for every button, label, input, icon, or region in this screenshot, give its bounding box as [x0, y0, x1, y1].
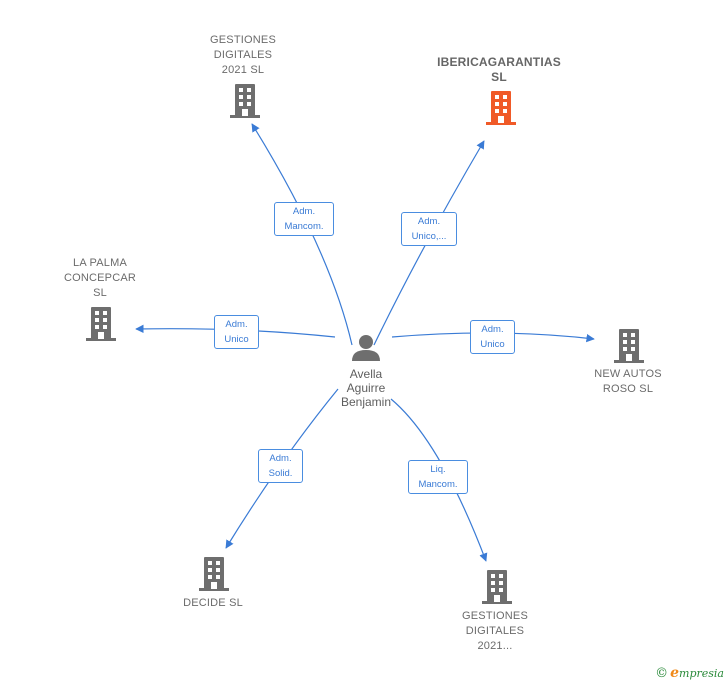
empresia-logo: ©empresia	[655, 665, 724, 681]
company-label-gestiones2[interactable]: GESTIONES DIGITALES 2021...	[462, 610, 528, 652]
copyright-icon: ©	[655, 666, 669, 681]
company-label-la-palma[interactable]: LA PALMA CONCEPCAR SL	[63, 257, 137, 299]
role-box-la-palma: Adm. Unico	[214, 315, 259, 349]
edge-iberica	[373, 140, 485, 346]
company-label-decide[interactable]: DECIDE SL	[183, 597, 243, 609]
role-box-iberica: Adm. Unico,...	[401, 212, 457, 246]
person-icon[interactable]	[352, 335, 380, 361]
company-label-ibericagarantias[interactable]: IBERICAGARANTIAS SL	[437, 55, 561, 84]
building-icon[interactable]	[486, 91, 516, 125]
company-label-new-autos[interactable]: NEW AUTOS ROSO SL	[594, 368, 662, 395]
role-box-new-autos: Adm. Unico	[470, 320, 515, 354]
building-icon[interactable]	[199, 557, 229, 591]
building-icon[interactable]	[614, 329, 644, 363]
building-icon[interactable]	[482, 570, 512, 604]
building-icon[interactable]	[230, 84, 260, 118]
role-box-gestiones1: Adm. Mancom.	[274, 202, 334, 236]
company-label-gestiones1[interactable]: GESTIONES DIGITALES 2021 SL	[210, 34, 276, 76]
role-box-gestiones2: Liq. Mancom.	[408, 460, 468, 494]
edge-gestiones1	[251, 123, 353, 346]
building-icon[interactable]	[86, 307, 116, 341]
role-box-decide: Adm. Solid.	[258, 449, 303, 483]
person-label[interactable]: Avella Aguirre Benjamin	[340, 367, 392, 409]
